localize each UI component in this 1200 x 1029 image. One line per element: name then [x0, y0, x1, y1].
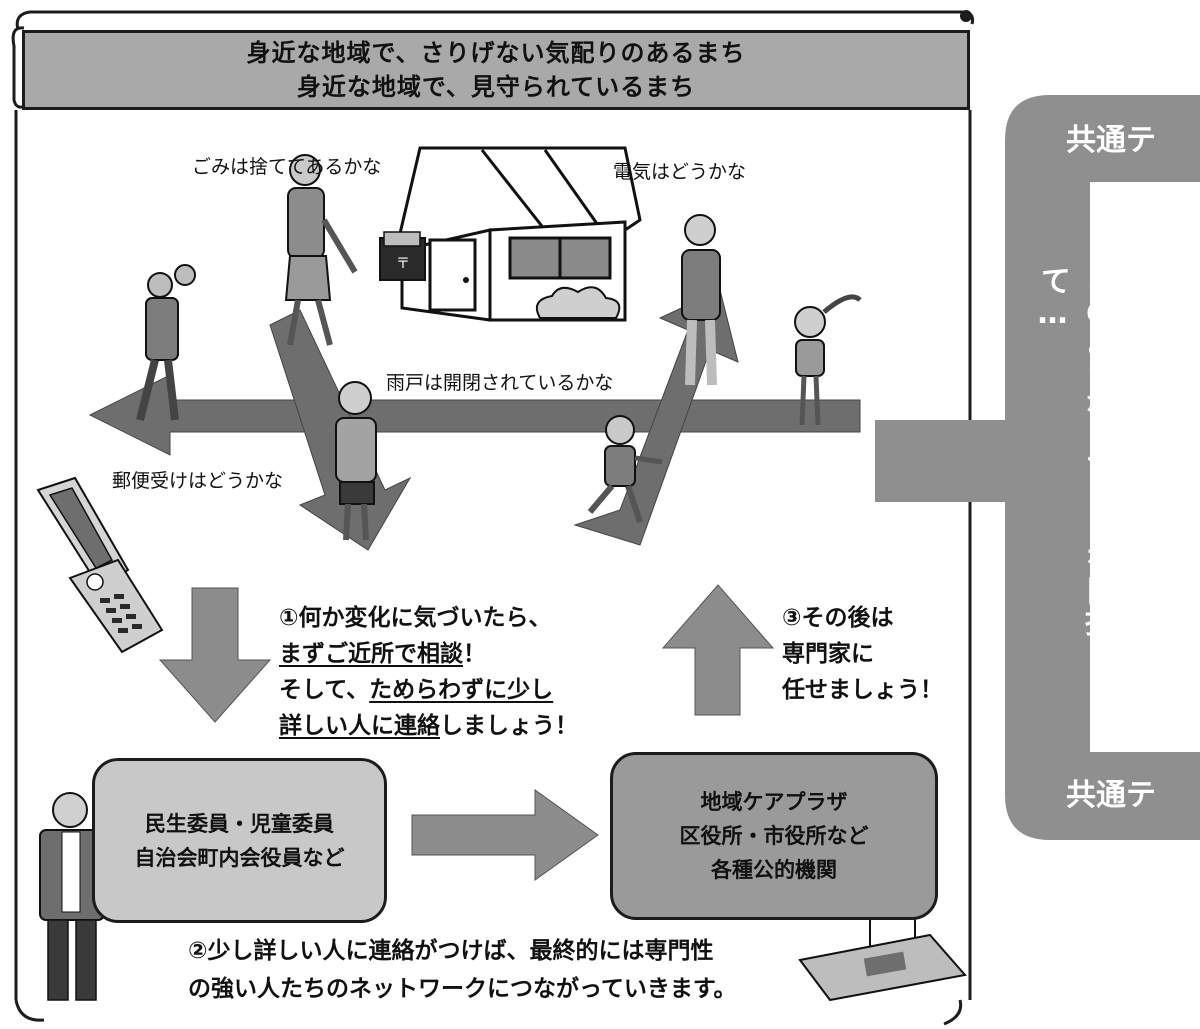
side-panel-title-bottom: 共通テ	[1066, 778, 1156, 813]
cellphone-illustration	[36, 476, 164, 654]
public-institutions-box: 地域ケアプラザ 区役所・市役所など 各種公的機関	[610, 752, 938, 920]
parent-carrying-child-figure	[136, 264, 196, 421]
local-volunteers-line-1: 民生委員・児童委員	[145, 811, 334, 836]
step1-line-2-underlined: まずご近所で相談	[279, 641, 463, 667]
thinking-man-figure	[681, 214, 721, 386]
woman-walking-figure	[284, 154, 358, 346]
step3-line-2: 専門家に	[782, 641, 874, 667]
step1-line-3-underlined: ためらわずに少し	[369, 677, 554, 703]
local-volunteers-line-2: 自治会町内会役員など	[134, 845, 345, 870]
step1-line-2-rest: ！	[463, 641, 486, 667]
step1-line-2: まずご近所で相談！	[279, 636, 578, 672]
label-shutter: 雨戸は開閉されているかな	[386, 372, 614, 394]
step3-line-1: ③その後は	[782, 605, 894, 631]
mailbox-mark: 〒	[396, 256, 410, 272]
step2-line-2: の強い人たちのネットワークにつながっていきます。	[188, 976, 737, 1002]
step3-up-arrow	[661, 584, 775, 716]
step1-line-4-rest: しましょう！	[440, 713, 578, 739]
girl-figure	[794, 294, 862, 426]
label-garbage: ごみは捨ててあるかな	[192, 156, 382, 178]
public-institutions-line-2: 区役所・市役所など	[679, 824, 869, 848]
step2-text: ②少し詳しい人に連絡がつけば、最終的には専門性 の強い人たちのネットワークにつな…	[188, 932, 737, 1008]
public-institutions-line-1: 地域ケアプラザ	[700, 790, 848, 814]
public-institutions-line-3: 各種公的機関	[711, 858, 837, 882]
banner-line-1: 身近な地域で、さりげない気配りのあるまち	[246, 39, 746, 67]
step2-right-arrow	[411, 789, 599, 881]
running-child-figure	[587, 415, 663, 523]
local-volunteers-box: 民生委員・児童委員 自治会町内会役員など	[92, 758, 387, 923]
side-panel-vertical-text: このようなまち・・を目指して…	[1035, 265, 1114, 668]
banner-line-2: 身近な地域で、見守られているまち	[296, 73, 696, 101]
mailbox-illustration	[379, 231, 426, 281]
step2-line-1: ②少し詳しい人に連絡がつけば、最終的には専門性	[188, 938, 714, 964]
step1-line-1: ①何か変化に気づいたら、	[279, 605, 552, 631]
house-illustration	[393, 146, 642, 322]
step1-line-4: 詳しい人に連絡しましょう！	[279, 708, 578, 744]
step3-line-3: 任せましょう！	[782, 677, 943, 703]
step3-text: ③その後は 専門家に 任せましょう！	[782, 600, 943, 708]
step1-down-arrow	[158, 587, 272, 723]
label-electric: 電気はどうかな	[613, 161, 747, 183]
step1-line-4-underlined: 詳しい人に連絡	[279, 713, 440, 739]
side-panel-title-top: 共通テ	[1066, 123, 1156, 158]
step1-text: ①何か変化に気づいたら、 まずご近所で相談！ そして、ためらわずに少し 詳しい人…	[279, 600, 578, 744]
elderly-woman-figure	[335, 381, 377, 541]
step1-line-3-plain: そして、	[279, 677, 370, 703]
title-banner: 身近な地域で、さりげない気配りのあるまち 身近な地域で、見守られているまち	[22, 30, 970, 110]
label-mailbox: 郵便受けはどうかな	[112, 470, 284, 492]
step1-line-3: そして、ためらわずに少し	[279, 672, 578, 708]
